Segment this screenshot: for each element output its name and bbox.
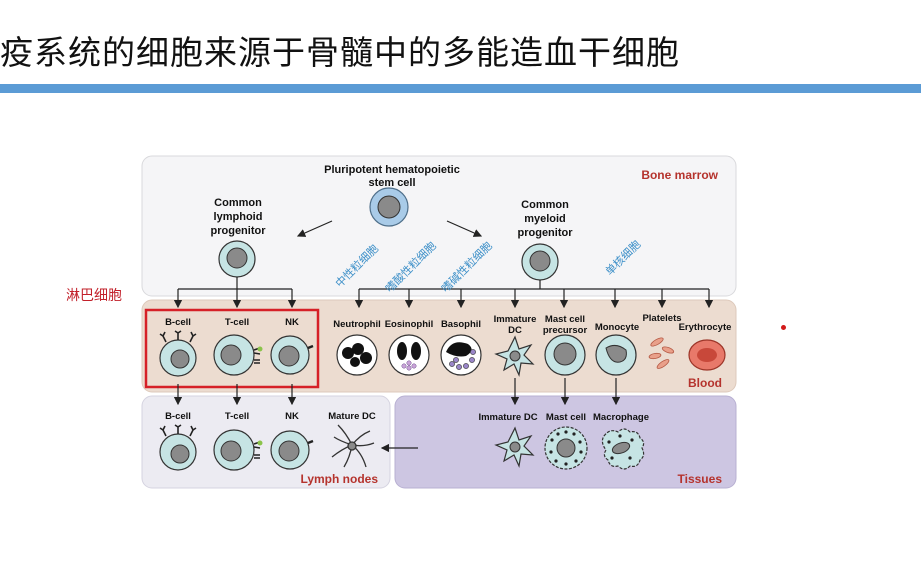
eosinophil-icon: [388, 334, 430, 376]
lymph-t-cell-label: T-cell: [225, 411, 249, 422]
immature-dc-label-line1: Immature: [494, 314, 537, 325]
lymphoid-progenitor-icon: [218, 240, 256, 278]
mast-precursor-label-line2: precursor: [543, 325, 588, 336]
t-cell-icon: [213, 334, 263, 376]
myeloid-label-line3: progenitor: [518, 227, 574, 239]
downward-arrows: [173, 378, 621, 406]
macrophage-icon: [601, 428, 645, 470]
platelets-label: Platelets: [642, 313, 681, 324]
red-dot-marker: [781, 325, 786, 330]
lymphoid-label-line1: Common: [214, 197, 262, 209]
nk-cell-icon: [270, 335, 314, 375]
neutrophil-label: Neutrophil: [333, 319, 381, 330]
lymphoid-branch-lines: [173, 277, 297, 309]
arrow-to-myeloid: [446, 220, 483, 237]
lymph-t-cell-icon: [213, 429, 263, 471]
immature-dc-label-line2: DC: [508, 325, 522, 336]
lymphocyte-cn-label: 淋巴细胞: [66, 288, 122, 304]
tissues-label: Tissues: [678, 472, 723, 486]
myeloid-branch-lines: [354, 280, 714, 309]
myeloid-progenitor-icon: [521, 243, 559, 281]
neutrophil-icon: [336, 334, 378, 376]
mature-dc-icon: [331, 424, 375, 468]
mast-cell-precursor-icon: [544, 334, 586, 376]
monocyte-icon: [595, 334, 637, 376]
lymph-b-cell-label: B-cell: [165, 411, 191, 422]
t-cell-label: T-cell: [225, 317, 249, 328]
platelets-icon: [648, 337, 675, 369]
mast-precursor-label-line1: Mast cell: [545, 314, 585, 325]
b-cell-label: B-cell: [165, 317, 191, 328]
bone-marrow-region: [141, 155, 737, 297]
myeloid-label-line1: Common: [521, 199, 569, 211]
blood-label: Blood: [688, 376, 722, 390]
title-divider: [0, 84, 921, 93]
tissue-mast-cell-label: Mast cell: [546, 412, 586, 423]
tissue-immature-dc-label: Immature DC: [478, 412, 537, 423]
myeloid-label-line2: myeloid: [524, 213, 566, 225]
immature-dc-icon: [494, 335, 535, 378]
b-cell-icon: [159, 330, 197, 377]
lymph-nodes-region: [141, 395, 391, 489]
stem-cell-label-line2: stem cell: [368, 177, 415, 189]
lymph-nodes-label: Lymph nodes: [300, 472, 378, 486]
tissue-mast-cell-icon: [544, 426, 588, 470]
arrow-to-lymphoid: [296, 220, 333, 237]
monocyte-label: Monocyte: [595, 322, 639, 333]
nk-label: NK: [285, 317, 299, 328]
basophil-label: Basophil: [441, 319, 481, 330]
stem-cell-icon: [369, 187, 409, 227]
bone-marrow-label: Bone marrow: [641, 168, 718, 182]
erythrocyte-icon: [688, 339, 726, 371]
lymph-nk-cell-icon: [270, 430, 314, 470]
mature-dc-label: Mature DC: [328, 411, 376, 422]
basophil-icon: [440, 334, 482, 376]
lymph-b-cell-icon: [159, 424, 197, 471]
slide-title: 疫系统的细胞来源于骨髓中的多能造血干细胞: [0, 33, 680, 72]
lymphocyte-highlight-box: [144, 308, 320, 389]
tissue-immature-dc-icon: [494, 426, 535, 469]
lymph-nk-label: NK: [285, 411, 299, 422]
lymphoid-label-line2: lymphoid: [214, 211, 263, 223]
erythrocyte-label: Erythrocyte: [679, 322, 732, 333]
tissue-macrophage-label: Macrophage: [593, 412, 649, 423]
eosinophil-label: Eosinophil: [385, 319, 434, 330]
stem-cell-label-line1: Pluripotent hematopoietic: [324, 164, 460, 176]
lymphoid-label-line3: progenitor: [211, 225, 267, 237]
